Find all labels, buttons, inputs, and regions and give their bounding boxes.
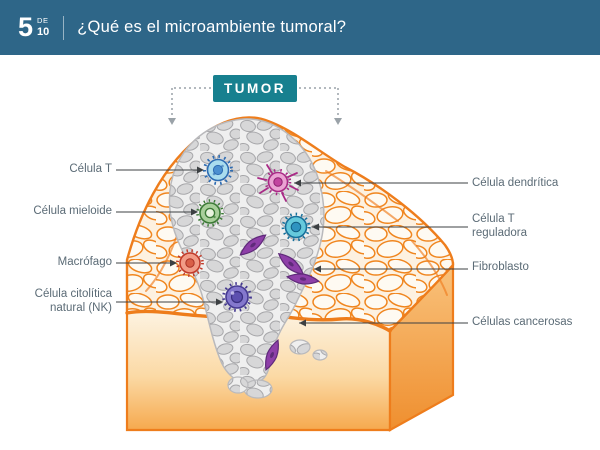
diagram-area: TUMOR Célula T Célula mieloide Macrófago… xyxy=(0,55,600,450)
label-myeloid-cell: Célula mieloide xyxy=(33,205,112,217)
slide-number: 5 xyxy=(18,12,34,42)
header-divider xyxy=(63,15,65,40)
header-bar: 5 DE 10 ¿Qué es el microambiente tumoral… xyxy=(0,0,600,55)
page-title: ¿Qué es el microambiente tumoral? xyxy=(77,18,347,36)
slide-counter: DE 10 xyxy=(37,16,50,38)
slide-total: 10 xyxy=(37,25,50,38)
nk-cell-graphic xyxy=(222,282,252,312)
slide-of-label: DE xyxy=(37,16,49,26)
label-t-cell: Célula T xyxy=(69,163,112,175)
myeloid-cell-graphic xyxy=(196,199,224,227)
label-fibroblast: Fibroblasto xyxy=(472,261,529,273)
dendritic-cell-graphic xyxy=(257,164,299,202)
label-regulatory-t-cell: Célula T reguladora xyxy=(472,213,527,239)
tumor-bracket-arrows xyxy=(168,118,342,125)
tumor-microenvironment-illustration xyxy=(116,87,468,432)
label-dendritic-cell: Célula dendrítica xyxy=(472,177,559,189)
label-macrophage: Macrófago xyxy=(57,256,112,268)
label-nk-cell: Célula citolítica natural (NK) xyxy=(34,288,112,314)
tumor-badge: TUMOR xyxy=(213,75,297,102)
regulatory-t-cell-graphic xyxy=(281,212,311,242)
label-connector-arrows xyxy=(170,166,321,327)
label-cancer-cells: Células cancerosas xyxy=(472,316,573,328)
t-cell-graphic xyxy=(203,155,233,185)
label-connectors xyxy=(116,169,468,324)
macrophage-graphic xyxy=(176,249,204,277)
tumor-bracket xyxy=(171,87,339,117)
